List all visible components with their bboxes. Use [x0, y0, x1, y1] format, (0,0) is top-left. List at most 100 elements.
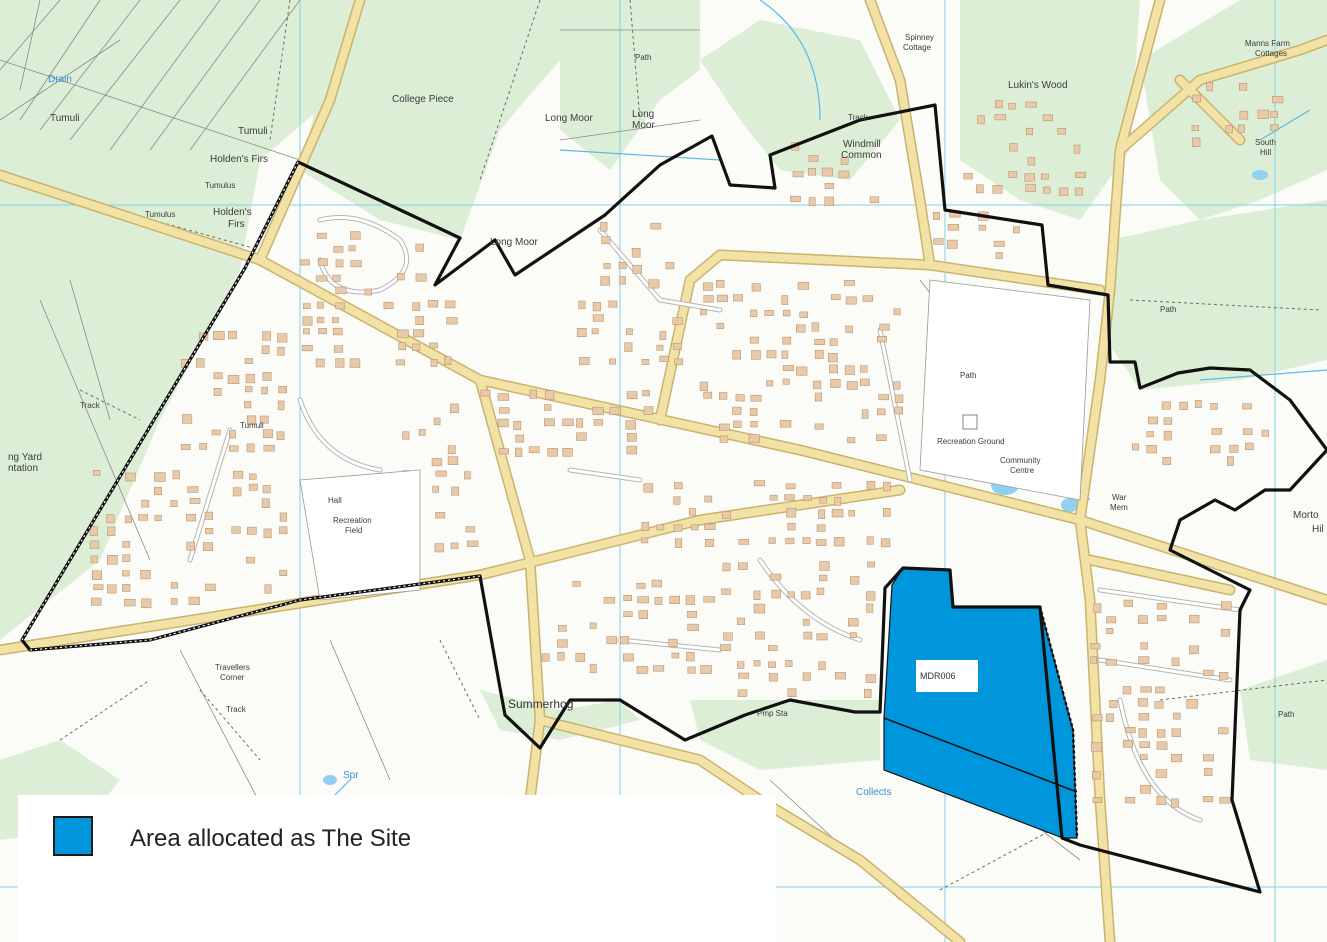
building	[1092, 797, 1102, 803]
building	[735, 394, 745, 402]
building	[737, 689, 748, 697]
building	[732, 406, 742, 415]
building	[445, 300, 456, 309]
building	[205, 583, 216, 591]
building	[228, 330, 237, 340]
building	[333, 245, 344, 253]
building	[787, 523, 796, 531]
building	[674, 482, 683, 490]
building	[687, 666, 696, 674]
building	[543, 418, 555, 427]
building	[623, 595, 632, 601]
label-recreation-ground: Recreation Ground	[937, 437, 1005, 446]
building	[1027, 157, 1036, 166]
building	[850, 576, 860, 585]
label-path-3: Path	[1278, 710, 1294, 719]
building	[429, 342, 438, 349]
building	[818, 661, 826, 670]
building	[154, 514, 162, 521]
building	[364, 288, 372, 296]
building	[1261, 429, 1269, 437]
building	[816, 524, 826, 532]
building	[749, 408, 758, 416]
building	[1154, 701, 1164, 709]
building	[768, 661, 776, 668]
building	[750, 421, 758, 428]
building	[418, 429, 426, 436]
settlement-boundary[interactable]	[20, 103, 1327, 894]
building	[846, 381, 858, 390]
building	[1024, 173, 1035, 182]
building	[444, 356, 452, 365]
building	[578, 300, 586, 310]
boundary-dotted-south	[29, 575, 481, 651]
building	[576, 432, 587, 441]
building	[277, 333, 288, 343]
building	[427, 299, 439, 308]
building	[600, 276, 610, 286]
building	[1105, 659, 1117, 666]
building	[233, 470, 244, 479]
building	[819, 561, 830, 571]
building	[398, 342, 406, 351]
building	[1042, 114, 1053, 122]
building	[1139, 741, 1150, 749]
building	[768, 645, 778, 651]
building	[625, 420, 636, 430]
building	[202, 542, 213, 551]
building	[877, 408, 886, 416]
site-id-label[interactable]: MDR006	[916, 660, 978, 692]
building	[716, 323, 725, 330]
building	[829, 338, 838, 346]
building	[719, 423, 730, 431]
building	[1123, 739, 1133, 748]
map-legend: Area allocated as The Site	[18, 795, 776, 942]
building	[831, 482, 842, 489]
building	[451, 486, 460, 496]
building	[782, 309, 791, 317]
site-internal-line	[883, 717, 1078, 793]
building	[751, 283, 761, 292]
building	[464, 471, 471, 480]
building	[1090, 656, 1098, 664]
building	[1163, 430, 1172, 441]
building	[279, 512, 287, 522]
building	[808, 197, 816, 207]
building	[976, 184, 984, 194]
building	[513, 420, 522, 431]
building	[1270, 111, 1278, 118]
building	[766, 350, 777, 359]
building	[1157, 615, 1167, 622]
building	[301, 345, 313, 352]
building	[1138, 713, 1150, 721]
building	[170, 598, 178, 605]
building	[641, 359, 650, 365]
building	[1009, 143, 1018, 152]
building	[383, 301, 394, 310]
building	[802, 618, 810, 626]
building	[977, 115, 985, 125]
label-long-moor: Long Moor	[545, 113, 593, 124]
building	[1140, 686, 1152, 693]
building	[656, 524, 665, 531]
building	[738, 672, 750, 679]
building	[245, 373, 255, 384]
building	[641, 537, 649, 544]
building	[802, 672, 811, 681]
building	[880, 538, 891, 548]
building	[1189, 645, 1199, 655]
building	[204, 511, 213, 520]
building	[1219, 796, 1231, 804]
building	[350, 231, 361, 240]
building	[318, 258, 328, 266]
building	[576, 328, 587, 338]
building	[824, 183, 834, 189]
building	[335, 358, 345, 368]
building	[830, 379, 841, 388]
building	[415, 243, 424, 252]
